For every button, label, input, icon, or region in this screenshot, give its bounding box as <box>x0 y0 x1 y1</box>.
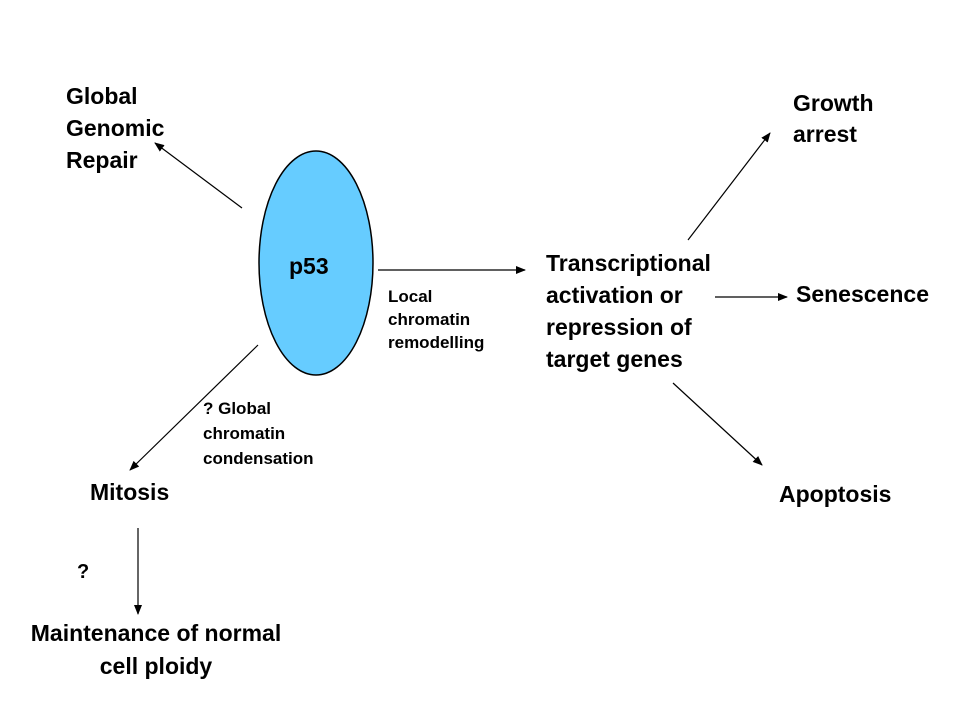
apoptosis-label: Apoptosis <box>779 481 892 507</box>
arrow-p53-to-mitosis <box>129 344 259 471</box>
global-genomic-repair-label: Global Genomic Repair <box>66 83 165 173</box>
mitosis-label: Mitosis <box>90 479 170 505</box>
arrow-transcription-to-growth-arrest <box>687 132 771 241</box>
transcriptional-regulation-label: Transcriptional activation or repression… <box>546 250 711 372</box>
local-chromatin-remodelling-label: Local chromatin remodelling <box>388 287 485 352</box>
p53-node-ellipse <box>258 150 374 376</box>
maintenance-cell-ploidy-label: Maintenance of normal cell ploidy <box>30 620 282 679</box>
arrow-p53-to-repair <box>154 142 243 209</box>
mitosis-question-mark: ? <box>77 561 90 583</box>
p53-label: p53 <box>289 253 329 279</box>
senescence-label: Senescence <box>796 281 929 307</box>
arrow-transcription-to-apoptosis <box>672 382 763 466</box>
global-chromatin-condensation-label: ? Global chromatin condensation <box>203 399 314 468</box>
growth-arrest-label: Growth arrest <box>793 90 874 147</box>
